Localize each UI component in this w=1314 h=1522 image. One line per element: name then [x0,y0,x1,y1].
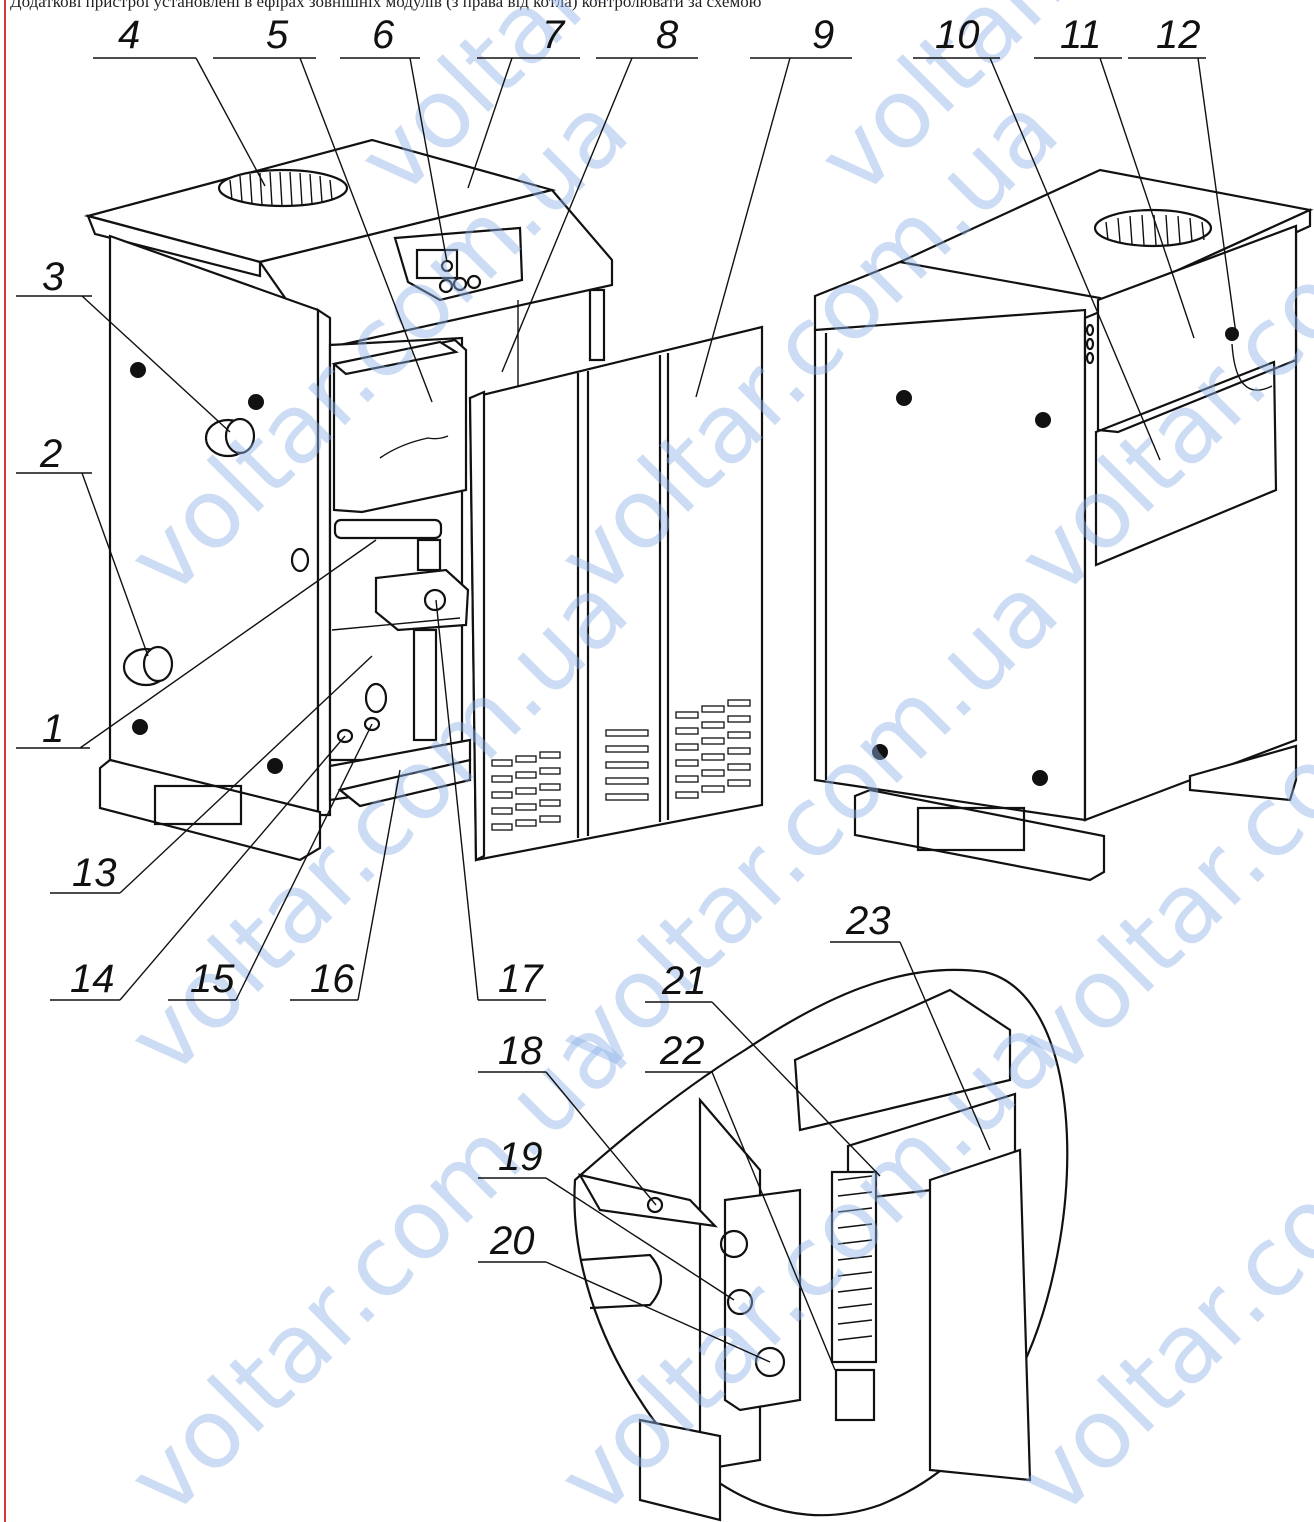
vent-grille-left [491,751,561,831]
vent-grille-right [675,699,751,799]
callout-20: 20 [489,1219,535,1263]
margin-line [4,0,6,1522]
callout-11: 11 [1060,13,1102,57]
front-panel [468,325,764,862]
callout-labels: 1 2 3 4 5 6 7 8 9 10 11 12 13 14 15 16 1… [39,13,1201,1263]
callout-8: 8 [656,13,679,57]
detail-inset [573,968,1069,1522]
callout-14: 14 [70,957,115,1001]
boiler-front-view [83,138,614,862]
callout-22: 22 [659,1029,705,1073]
vent-grille-middle [605,729,649,801]
flue-vent-stripes [229,171,333,207]
terminal-block-ribs [837,1175,873,1341]
callout-19: 19 [498,1135,543,1179]
callout-17: 17 [498,957,544,1001]
callout-10: 10 [935,13,980,57]
callout-23: 23 [845,899,891,943]
callout-13: 13 [72,851,117,895]
callout-2: 2 [39,432,62,476]
callout-1: 1 [42,707,64,751]
callout-12: 12 [1156,13,1201,57]
callout-5: 5 [266,13,289,57]
boiler-rear-view [813,168,1314,882]
callout-3: 3 [42,255,64,299]
callout-7: 7 [542,13,566,57]
callout-18: 18 [498,1029,543,1073]
watermark-text: voltar.com.ua [797,0,1314,216]
callout-16: 16 [310,957,355,1001]
callout-6: 6 [372,13,395,57]
callout-15: 15 [190,957,235,1001]
callout-leaders [16,57,1237,1371]
callout-21: 21 [661,959,707,1003]
callout-9: 9 [812,13,834,57]
top-caption: Додаткові пристрої установлені в ефірах … [10,0,762,11]
callout-4: 4 [118,13,140,57]
